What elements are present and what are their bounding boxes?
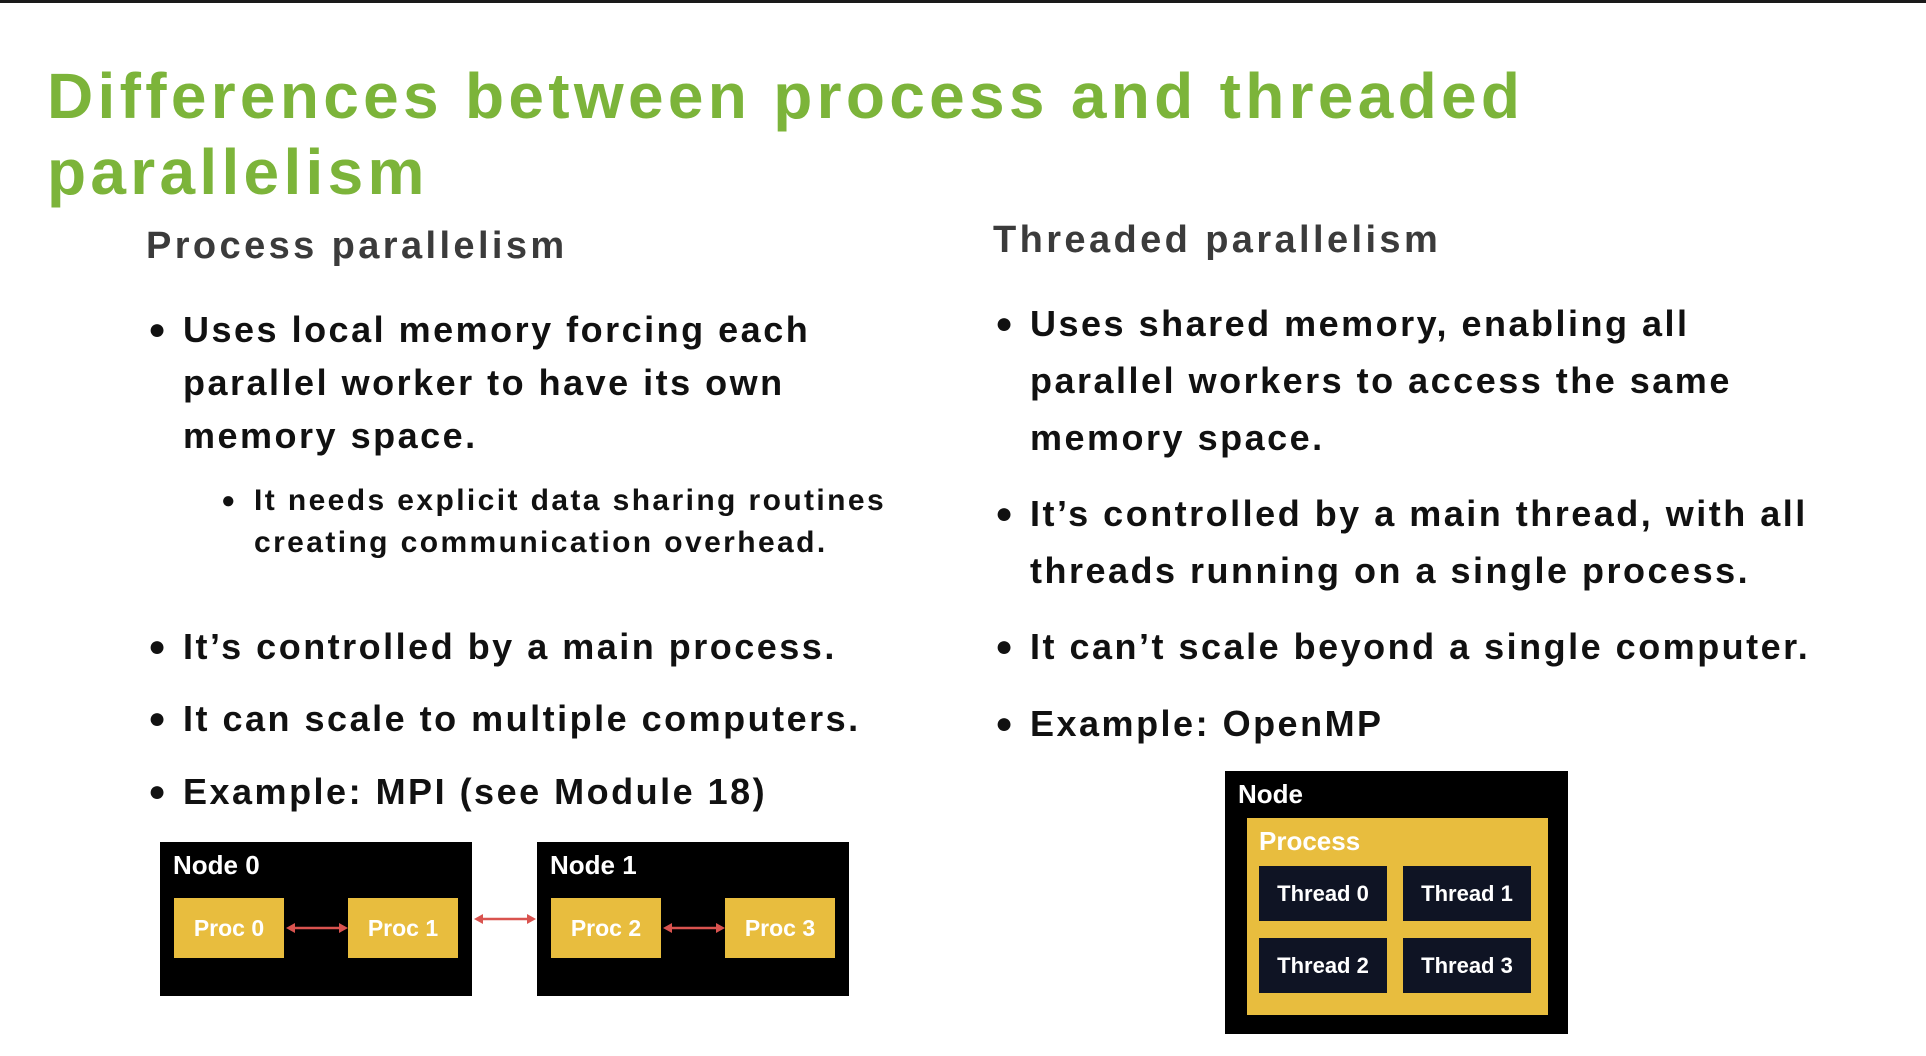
thread-3-box: Thread 3 bbox=[1403, 938, 1531, 993]
thread-0-box: Thread 0 bbox=[1259, 866, 1387, 921]
top-rule bbox=[0, 0, 1926, 3]
process-bullet-3: ● It can scale to multiple computers. bbox=[148, 692, 1003, 745]
arrow-proc2-proc3 bbox=[663, 921, 725, 935]
node-box: Node Process Thread 0 Thread 1 Thread 2 … bbox=[1225, 771, 1568, 1034]
bullet-dot: ● bbox=[221, 487, 238, 514]
bullet-dot: ● bbox=[995, 630, 1016, 663]
bullet-dot: ● bbox=[995, 307, 1016, 340]
process-box: Process Thread 0 Thread 1 Thread 2 Threa… bbox=[1247, 818, 1548, 1015]
bullet-dot: ● bbox=[148, 702, 169, 735]
process-heading: Process parallelism bbox=[146, 225, 568, 267]
proc-2-box: Proc 2 bbox=[551, 898, 661, 958]
bullet-dot: ● bbox=[148, 775, 169, 808]
thread-2-box: Thread 2 bbox=[1259, 938, 1387, 993]
threaded-heading: Threaded parallelism bbox=[993, 219, 1442, 261]
bullet-text: It’s controlled by a main process. bbox=[183, 626, 837, 667]
threaded-bullet-1: ● Uses shared memory, enabling all paral… bbox=[995, 295, 1800, 466]
threaded-bullet-4: ● Example: OpenMP bbox=[995, 695, 1926, 752]
process-subbullet-1: ● It needs explicit data sharing routine… bbox=[221, 480, 934, 564]
bullet-dot: ● bbox=[148, 630, 169, 663]
bullet-text: It can scale to multiple computers. bbox=[183, 698, 861, 739]
arrow-proc0-proc1 bbox=[286, 921, 348, 935]
bullet-dot: ● bbox=[995, 707, 1016, 740]
proc-0-box: Proc 0 bbox=[174, 898, 284, 958]
arrow-node0-node1 bbox=[474, 912, 536, 926]
node-0-box: Node 0 Proc 0 Proc 1 bbox=[160, 842, 472, 996]
process-bullet-1: ● Uses local memory forcing each paralle… bbox=[148, 303, 943, 462]
slide-title: Differences between process and threaded… bbox=[47, 60, 1525, 208]
node-1-label: Node 1 bbox=[550, 850, 637, 880]
bullet-dot: ● bbox=[148, 313, 169, 346]
threaded-bullet-2: ● It’s controlled by a main thread, with… bbox=[995, 485, 1926, 599]
proc-1-box: Proc 1 bbox=[348, 898, 458, 958]
bullet-text: It needs explicit data sharing routines … bbox=[254, 484, 887, 559]
process-bullet-2: ● It’s controlled by a main process. bbox=[148, 620, 1003, 673]
bullet-text: Uses local memory forcing each parallel … bbox=[183, 309, 811, 456]
bullet-text: Example: MPI (see Module 18) bbox=[183, 771, 768, 812]
bullet-text: Example: OpenMP bbox=[1030, 703, 1384, 744]
node-1-box: Node 1 Proc 2 Proc 3 bbox=[537, 842, 849, 996]
threaded-bullet-3: ● It can’t scale beyond a single compute… bbox=[995, 618, 1926, 675]
thread-1-box: Thread 1 bbox=[1403, 866, 1531, 921]
bullet-text: Uses shared memory, enabling all paralle… bbox=[1030, 303, 1732, 458]
node-0-label: Node 0 bbox=[173, 850, 260, 880]
bullet-text: It’s controlled by a main thread, with a… bbox=[1030, 493, 1808, 591]
proc-3-box: Proc 3 bbox=[725, 898, 835, 958]
process-bullet-4: ● Example: MPI (see Module 18) bbox=[148, 765, 1003, 818]
bullet-dot: ● bbox=[995, 497, 1016, 530]
process-label: Process bbox=[1259, 826, 1361, 856]
node-label: Node bbox=[1238, 779, 1303, 809]
bullet-text: It can’t scale beyond a single computer. bbox=[1030, 626, 1811, 667]
